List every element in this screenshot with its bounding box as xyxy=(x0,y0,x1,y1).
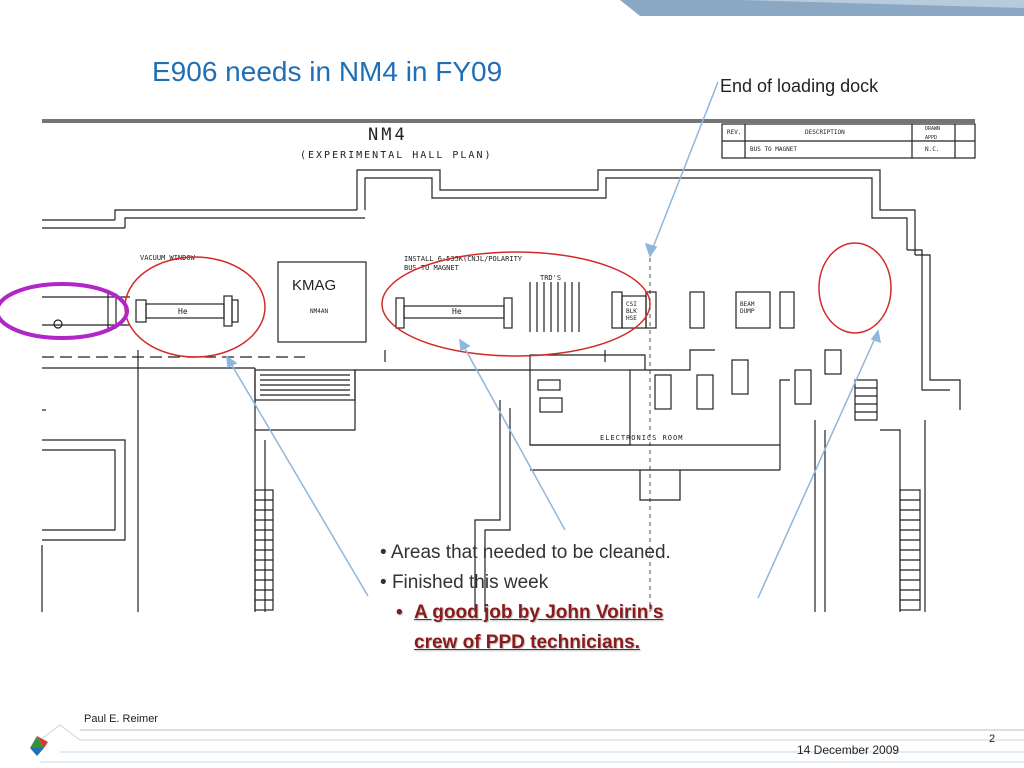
beam-dump-label-1: BEAM xyxy=(740,301,755,308)
upstream-circle xyxy=(0,282,129,340)
cleanup-circle-right xyxy=(818,242,892,334)
title-block-nc: N.C. xyxy=(925,146,939,153)
lower-right-stairs xyxy=(899,489,921,611)
bullet-item: • Areas that needed to be cleaned. xyxy=(380,542,671,563)
csi-label-2: BLK xyxy=(626,308,637,315)
footer-decoration xyxy=(39,724,1024,763)
lower-left-stairs xyxy=(254,489,274,611)
csi-label-3: HSE xyxy=(626,315,637,322)
sub-bullet: •A good job by John Voirin's xyxy=(396,602,664,623)
csi-label-1: CSI xyxy=(626,301,637,308)
he-label-1: He xyxy=(178,307,188,316)
pointer-arrows xyxy=(226,81,881,599)
footer-author: Paul E. Reimer xyxy=(84,713,158,725)
trd-stack xyxy=(529,282,580,332)
bullet-list: • Areas that needed to be cleaned. • Fin… xyxy=(380,538,671,658)
kmag-label: KMAG xyxy=(292,277,336,294)
bullet-item: • Finished this week xyxy=(380,572,549,593)
plan-subheading: (EXPERIMENTAL HALL PLAN) xyxy=(300,150,493,161)
electronics-room-label: ELECTRONICS ROOM xyxy=(600,434,683,442)
plan-walls xyxy=(41,119,976,612)
beam-dump-label-2: DUMP xyxy=(740,308,755,315)
footer-date: 14 December 2009 xyxy=(797,743,900,757)
kmag-sublabel: NM4AN xyxy=(310,308,328,315)
plan-heading: NM4 xyxy=(368,125,408,145)
cleanup-circle-center xyxy=(381,251,651,357)
title-block-bus: BUS TO MAGNET xyxy=(750,146,797,153)
install-note-1: INSTALL 6-535K(CNJL/POLARITY xyxy=(404,255,523,263)
title-block-rev: REV. xyxy=(727,129,741,136)
vacuum-window-label: VACUUM WINDOW xyxy=(140,254,196,262)
title-block-drawn: DRAWN xyxy=(925,126,940,132)
argonne-logo-icon xyxy=(30,736,48,756)
slide-title: E906 needs in NM4 in FY09 xyxy=(152,56,503,87)
right-stairs xyxy=(854,379,878,421)
trds-label: TRD'S xyxy=(540,274,561,282)
header-band xyxy=(620,0,1024,16)
title-block-appd: APPD xyxy=(925,135,937,141)
beam-dump xyxy=(735,291,771,329)
he-label-2: He xyxy=(452,307,462,316)
left-stairs xyxy=(254,369,356,401)
kmag-magnet xyxy=(277,261,367,343)
title-block-description: DESCRIPTION xyxy=(805,129,845,136)
sub-bullet-continued: crew of PPD technicians. xyxy=(414,632,640,653)
loading-dock-label: End of loading dock xyxy=(720,76,879,96)
install-note-2: BUS TO MAGNET xyxy=(404,264,460,272)
page-number: 2 xyxy=(989,733,996,745)
